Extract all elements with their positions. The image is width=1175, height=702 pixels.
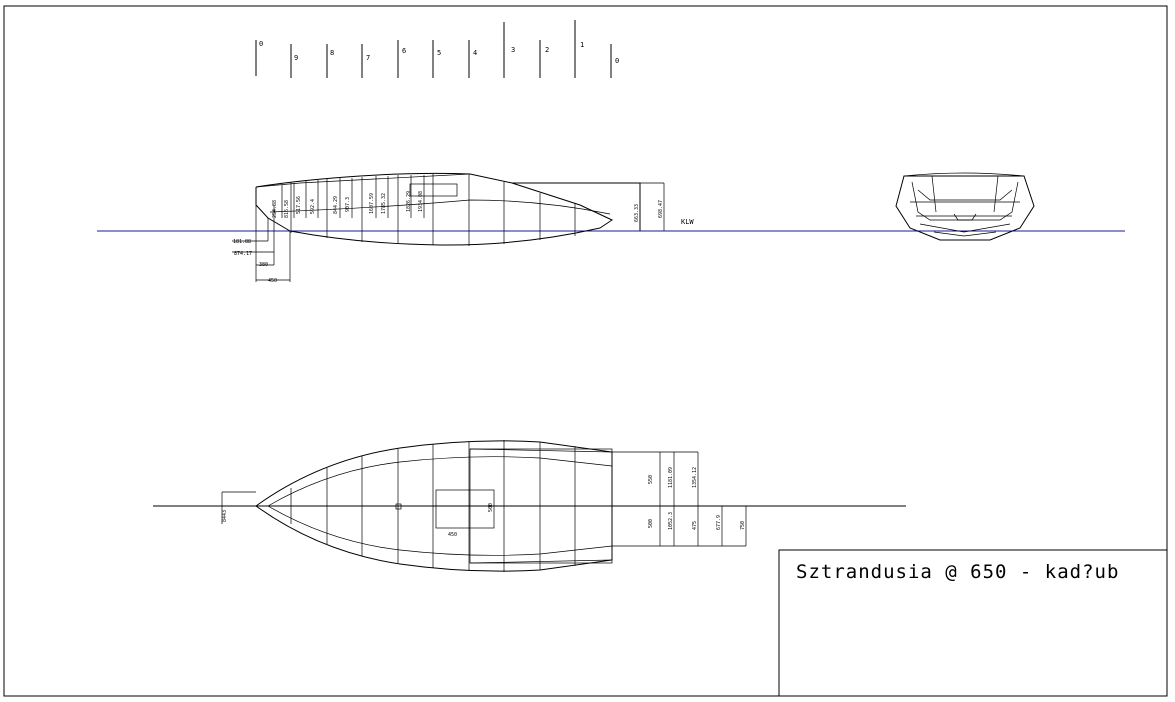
station-label: 9 [294, 54, 298, 62]
dim-label: 450 [268, 278, 277, 284]
dim-label: 663.33 [634, 204, 640, 222]
dim-label: 1052.3 [668, 512, 674, 530]
dim-label: 450 [448, 532, 457, 538]
dim-label: 380 [259, 262, 268, 268]
station-label: 8 [330, 49, 334, 57]
drawing-title: Sztrandusia @ 650 - kad?ub [796, 561, 1119, 583]
station-label: 2 [545, 46, 549, 54]
dim-label: 8443 [222, 510, 228, 522]
profile-view: KLW [97, 172, 1125, 284]
station-label: 7 [366, 54, 370, 62]
dim-label: 517.56 [296, 196, 302, 214]
dim-label: 500 [648, 519, 654, 528]
station-labels: 0 9 8 7 6 5 4 3 2 1 0 [259, 40, 619, 65]
station-label: 1 [580, 41, 584, 49]
dim-label: 181.88 [233, 239, 251, 245]
dim-label: 1826.29 [406, 191, 412, 212]
station-label: 4 [473, 49, 477, 57]
dim-label: 816.58 [284, 200, 290, 218]
dim-label: 500 [488, 503, 494, 512]
dim-label: 550 [648, 475, 654, 484]
dim-label: 698.47 [658, 200, 664, 218]
dim-label: 677.9 [716, 515, 722, 530]
title-block [778, 549, 1168, 697]
station-label: 6 [402, 47, 406, 55]
dim-label: 750 [740, 521, 746, 530]
dim-label: 592.4 [310, 199, 316, 214]
dim-label: 1785.32 [381, 193, 387, 214]
dim-label: 475 [692, 521, 698, 530]
dim-label: 1607.59 [369, 193, 375, 214]
plan-view: 550 1181.09 1354.12 500 1052.3 475 677.9… [153, 440, 906, 572]
dim-label: 1354.12 [692, 467, 698, 488]
section-view [895, 172, 1035, 241]
dim-label: 1934.08 [418, 191, 424, 212]
sheet-border [3, 5, 1168, 697]
dim-label: 907.3 [345, 197, 351, 212]
station-markers [255, 20, 612, 78]
dim-label: 844.29 [333, 196, 339, 214]
dim-label: 874.17 [234, 251, 252, 257]
dim-label: 254.88 [272, 200, 278, 218]
station-label: 0 [259, 40, 263, 48]
dim-label: 1181.09 [668, 467, 674, 488]
waterline-label: KLW [681, 218, 694, 226]
station-label: 3 [511, 46, 515, 54]
station-label: 5 [437, 49, 441, 57]
station-label: 0 [615, 57, 619, 65]
